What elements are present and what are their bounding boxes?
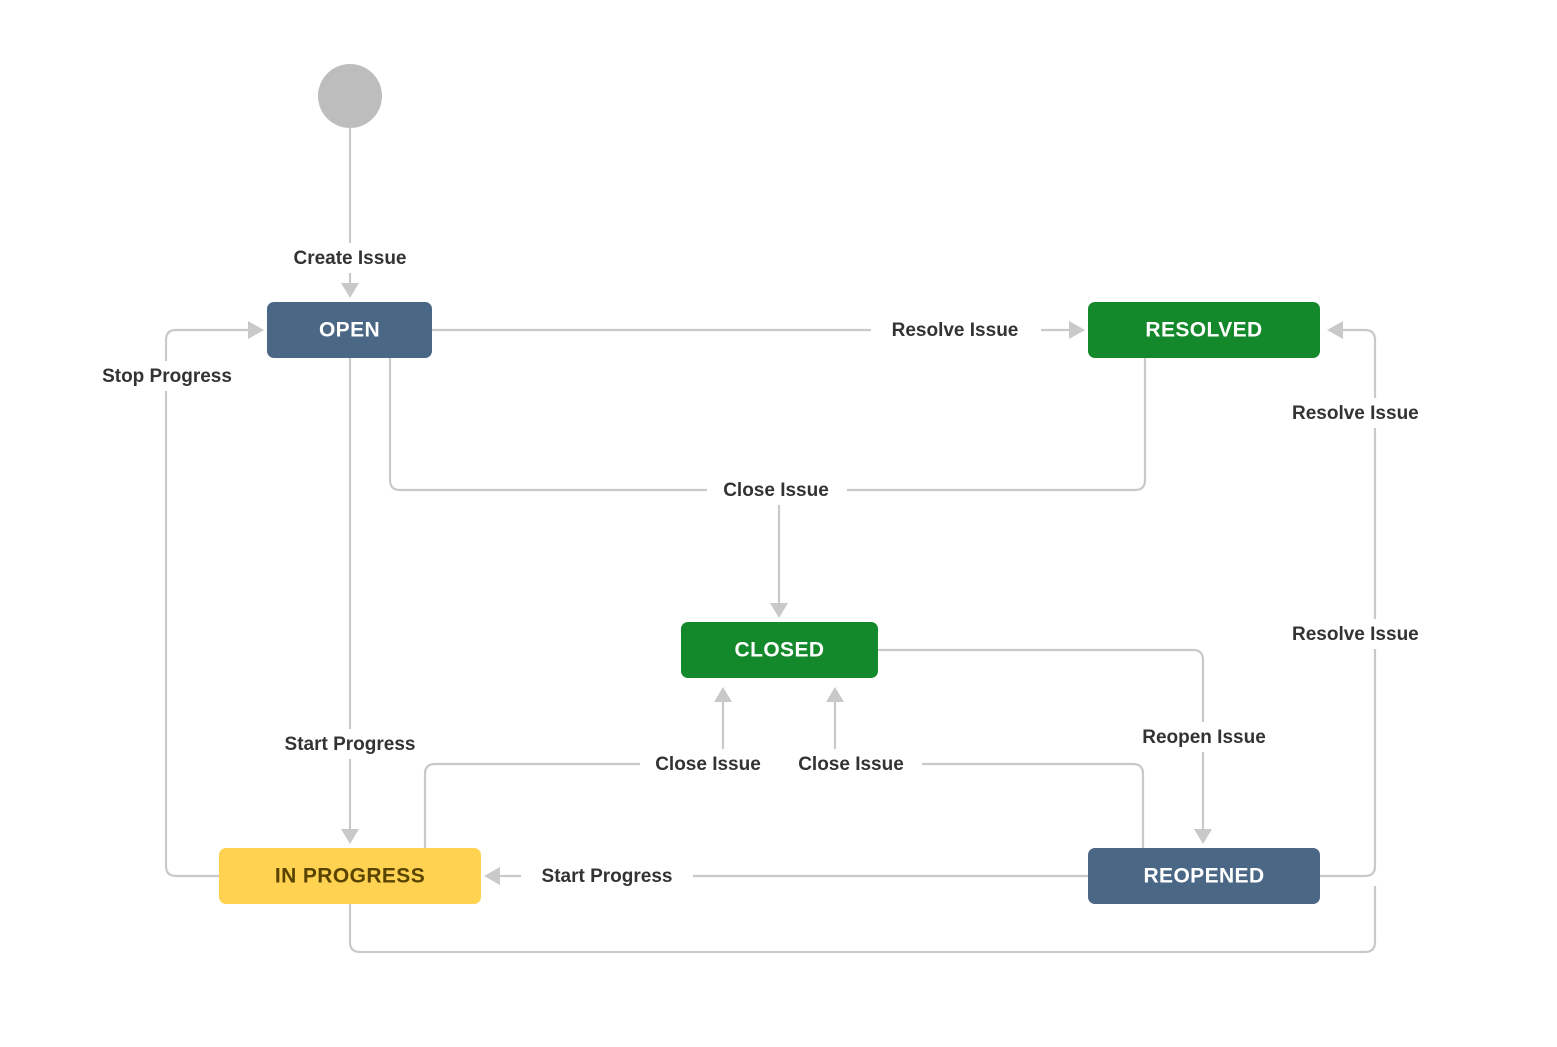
label-bg-reopen-issue	[1123, 722, 1288, 752]
label-bg-start-progress-open	[266, 729, 435, 759]
label-bg-close-open	[707, 475, 847, 505]
arrowhead-stop-progress	[248, 321, 264, 339]
edge-start-progress-open-inprogress	[341, 358, 359, 844]
node-in-progress-rect[interactable]	[219, 848, 481, 904]
node-reopened[interactable]: REOPENED	[1088, 848, 1320, 904]
edge-label-text-resolve-inprogress-resolved: Resolve Issue	[1292, 624, 1419, 645]
node-in-progress-label: IN PROGRESS	[275, 865, 425, 888]
start-node-circle[interactable]	[318, 64, 382, 128]
node-resolved[interactable]: RESOLVED	[1088, 302, 1320, 358]
edge-label-resolve-issue-reopened-resolved: Resolve Issue	[1288, 398, 1464, 428]
edge-path-resolve-inprogress-resolved	[348, 886, 1377, 954]
edge-label-close-issue-open-closed: Close Issue	[707, 475, 847, 505]
edge-label-text-close-open-closed: Close Issue	[723, 480, 829, 501]
label-bg-stop-progress	[83, 361, 255, 391]
arrowhead-start-progress-open	[341, 829, 359, 844]
edge-resolve-issue-inprogress-resolved	[348, 886, 1377, 954]
edge-label-start-progress-reopened-inprogress: Start Progress	[521, 861, 693, 891]
arrowhead-resolve-open-resolved	[1069, 321, 1085, 339]
edge-path-reopen-issue	[878, 648, 1205, 829]
arrowhead-close-issue-closed	[770, 603, 788, 618]
edge-path-stop-progress	[164, 328, 248, 878]
edge-label-text-close-reopened-closed: Close Issue	[798, 754, 904, 775]
node-resolved-rect[interactable]	[1088, 302, 1320, 358]
label-bg-resolve-inprogress	[1288, 619, 1464, 649]
node-closed-label: CLOSED	[735, 639, 825, 662]
node-open[interactable]: OPEN	[267, 302, 432, 358]
arrowhead-close-reopened-closed	[826, 687, 844, 702]
node-reopened-label: REOPENED	[1143, 865, 1264, 888]
node-closed[interactable]: CLOSED	[681, 622, 878, 678]
arrowhead-create-issue	[341, 283, 359, 298]
label-bg-close-inprogress	[640, 749, 778, 779]
arrowhead-resolve-reopened-resolved	[1327, 321, 1343, 339]
edge-path-close-reopened	[835, 762, 1145, 848]
edge-label-text-reopen-issue: Reopen Issue	[1142, 727, 1266, 748]
node-closed-rect[interactable]	[681, 622, 878, 678]
edge-label-stop-progress: Stop Progress	[83, 361, 255, 391]
edge-label-text-stop-progress: Stop Progress	[102, 366, 232, 387]
node-open-rect[interactable]	[267, 302, 432, 358]
edge-label-create-issue: Create Issue	[272, 243, 428, 273]
edge-label-close-issue-inprogress-closed: Close Issue	[640, 749, 778, 779]
edge-path-close-open-resolved-rail	[388, 358, 1147, 492]
node-reopened-rect[interactable]	[1088, 848, 1320, 904]
node-open-label: OPEN	[319, 319, 380, 342]
edge-path-resolve-reopened-resolved	[1320, 328, 1377, 878]
edge-label-resolve-issue-open-resolved: Resolve Issue	[871, 315, 1041, 345]
arrowhead-reopen-issue	[1194, 829, 1212, 844]
label-bg-close-reopened	[784, 749, 922, 779]
edge-label-text-resolve-open-resolved: Resolve Issue	[892, 320, 1019, 341]
label-bg-start-progress-reopened	[521, 861, 693, 891]
label-bg-create-issue	[272, 243, 428, 273]
arrowhead-start-progress-reopened	[484, 867, 500, 885]
node-resolved-label: RESOLVED	[1145, 319, 1262, 342]
arrowhead-close-inprogress-closed	[714, 687, 732, 702]
label-bg-resolve-open	[871, 315, 1041, 345]
edge-label-text-start-progress-reopened: Start Progress	[542, 866, 673, 887]
edge-label-text-create-issue: Create Issue	[293, 248, 406, 269]
edge-label-text-close-inprogress-closed: Close Issue	[655, 754, 761, 775]
label-bg-resolve-reopened	[1288, 398, 1464, 428]
edge-resolve-issue-reopened-resolved	[1320, 321, 1377, 878]
edge-reopen-issue	[878, 648, 1212, 844]
edge-label-close-issue-reopened-closed: Close Issue	[784, 749, 922, 779]
edge-path-close-inprogress	[423, 762, 723, 848]
edge-label-resolve-issue-inprogress-resolved: Resolve Issue	[1288, 619, 1464, 649]
edge-label-text-start-progress-open: Start Progress	[285, 734, 416, 755]
edge-label-start-progress-open-inprogress: Start Progress	[266, 729, 435, 759]
node-in-progress[interactable]: IN PROGRESS	[219, 848, 481, 904]
edge-label-text-resolve-reopened-resolved: Resolve Issue	[1292, 403, 1419, 424]
edge-label-reopen-issue: Reopen Issue	[1123, 722, 1288, 752]
edge-stop-progress	[164, 321, 264, 878]
